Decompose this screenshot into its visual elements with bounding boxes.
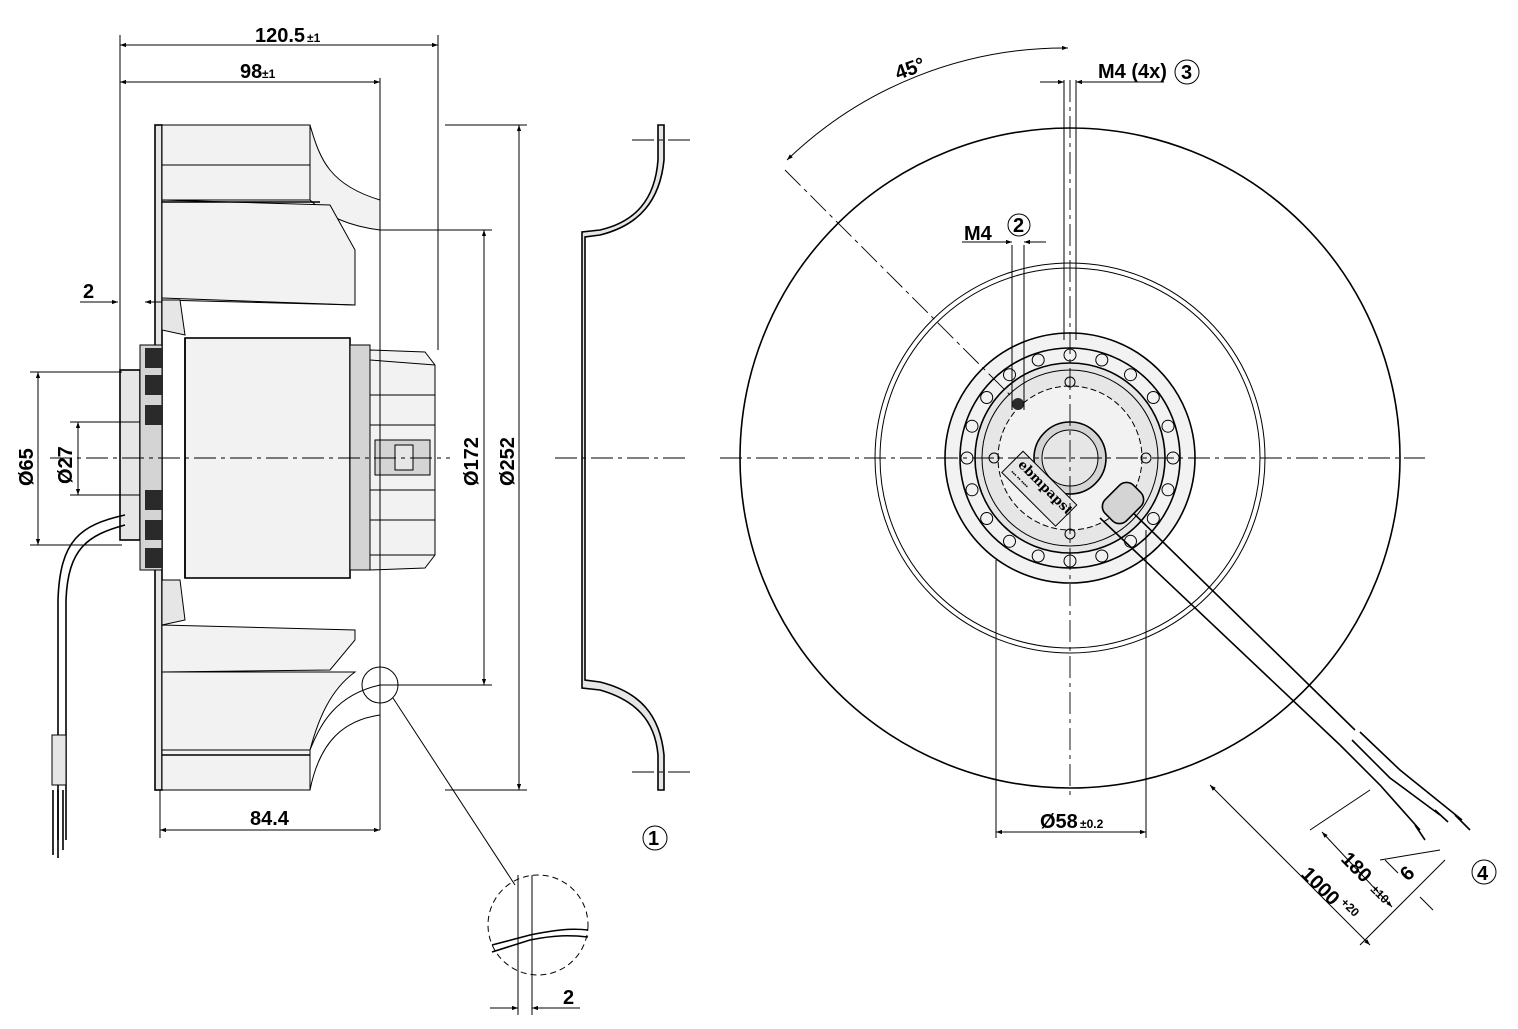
dim-overall-length: 120.5 (255, 25, 305, 47)
dim-thread-4x: M4 (4x) (1098, 61, 1167, 83)
dim-dia-252: Ø252 (497, 437, 519, 486)
flange-hole (1124, 368, 1137, 382)
side-view: 120.5 ±1 98 ±1 2 84.4 2 Ø65 Ø27 Ø172 Ø25… (16, 25, 589, 1015)
dim-detail-thickness: 2 (563, 987, 574, 1009)
dim-cable-length: 1000 (1296, 863, 1343, 910)
front-view: ebmpapst ▪▪▪ ▪▪ ▪▪▪▪ (720, 45, 1497, 946)
cable-side (57, 514, 126, 840)
flange-hole (965, 419, 979, 433)
callout-2: 2 (1013, 215, 1024, 237)
dim-84-4: 84.4 (250, 808, 290, 830)
flange-hole (980, 391, 994, 404)
dim-angle: 45° (892, 54, 928, 85)
flange-hole (1146, 512, 1160, 525)
inlet-ring (581, 124, 665, 791)
dim-dia-65: Ø65 (16, 448, 38, 486)
flange-hole (1161, 483, 1175, 497)
callout-3: 3 (1181, 62, 1192, 84)
flange-hole (1095, 549, 1109, 563)
callout-1-circle (642, 825, 668, 851)
flange-hole (1095, 353, 1109, 367)
dim-bore-tol: ±0.2 (1080, 817, 1104, 831)
dim-wire-end: 6 (1396, 862, 1419, 885)
flange-hole (1161, 419, 1175, 433)
inlet-ring-view: 1 (555, 124, 690, 851)
dim-98-tol: ±1 (262, 67, 276, 81)
flange-hole (1003, 368, 1016, 382)
flange-hole (1003, 534, 1016, 548)
dim-flange-thickness: 2 (83, 281, 94, 303)
dim-dia-172: Ø172 (461, 437, 483, 486)
callout-1: 1 (648, 828, 659, 850)
flange (119, 369, 141, 541)
flange-hole (965, 483, 979, 497)
dim-98: 98 (240, 61, 262, 83)
flange-hole (1146, 391, 1160, 404)
flange-hole (1031, 353, 1045, 367)
flange-hole (1031, 549, 1045, 563)
dim-bore: Ø58 (1040, 811, 1078, 833)
cable-gland (1101, 481, 1145, 525)
dim-dia-27: Ø27 (55, 446, 77, 484)
dim-thread-single: M4 (964, 223, 993, 245)
flange-hole (980, 512, 994, 525)
dim-overall-length-tol: ±1 (307, 31, 321, 45)
callout-4: 4 (1477, 863, 1489, 885)
